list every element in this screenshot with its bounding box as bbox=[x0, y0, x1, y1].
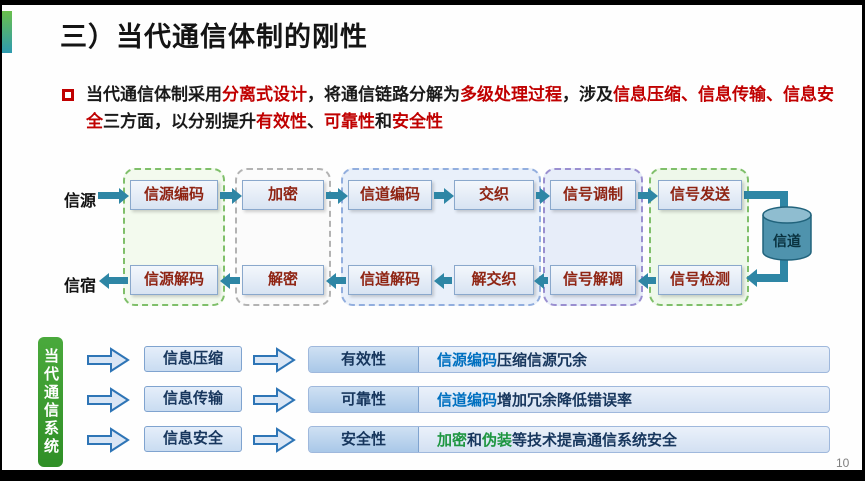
summary-bar: 有效性 信源编码压缩信源冗余 bbox=[308, 346, 830, 373]
summary-desc-term: 伪装 bbox=[482, 432, 513, 449]
frame-strip-top bbox=[0, 0, 865, 5]
page-number: 10 bbox=[836, 456, 850, 470]
arrow-right-icon bbox=[638, 192, 648, 199]
flow-box-detection: 信号检测 bbox=[658, 265, 742, 295]
summary-category-chip: 有效性 bbox=[309, 347, 419, 372]
flow-box-transmission: 信号发送 bbox=[658, 180, 742, 210]
summary-desc-term: 信源编码 bbox=[437, 352, 498, 369]
block-arrow-icon bbox=[87, 387, 130, 413]
arrow-left-icon bbox=[648, 277, 656, 284]
arrow-right-icon bbox=[220, 192, 232, 199]
intro-text-segment: 有效性 bbox=[256, 112, 307, 131]
arrow-right-icon bbox=[98, 192, 119, 199]
channel-cylinder-icon: 信道 bbox=[760, 205, 814, 263]
flow-box-decryption: 解密 bbox=[242, 265, 324, 295]
page-title: 三）当代通信体制的刚性 bbox=[60, 22, 368, 52]
bullet-square-icon bbox=[62, 89, 74, 101]
flow-sink-label: 信宿 bbox=[64, 278, 97, 295]
arrow-left-icon bbox=[336, 277, 346, 284]
summary-desc: 信源编码压缩信源冗余 bbox=[437, 349, 587, 370]
flow-box-demodulation: 信号解调 bbox=[550, 265, 636, 295]
summary-item-box: 信息压缩 bbox=[144, 346, 242, 372]
intro-text-segment: 可靠性 bbox=[324, 112, 375, 131]
summary-category-chip: 可靠性 bbox=[309, 387, 419, 412]
block-arrow-icon bbox=[253, 427, 296, 453]
arrow-left-icon bbox=[230, 277, 240, 284]
block-arrow-icon bbox=[253, 347, 296, 373]
flow-box-interleaving: 交织 bbox=[454, 180, 534, 210]
summary-category-chip: 安全性 bbox=[309, 427, 419, 452]
intro-text-segment: 三方面，以分别提升 bbox=[103, 112, 256, 131]
summary-desc-term: 信道编码 bbox=[437, 392, 498, 409]
summary-row: 信息安全 安全性 加密和伪装等技术提高通信系统安全 bbox=[86, 426, 832, 453]
frame-strip-bottom bbox=[0, 470, 865, 481]
flow-box-channel-coding: 信道编码 bbox=[348, 180, 432, 210]
summary-banner: 当代通信系统 bbox=[38, 337, 63, 467]
block-arrow-icon bbox=[87, 347, 130, 373]
intro-paragraph: 当代通信体制采用分离式设计，将通信链路分解为多级处理过程，涉及信息压缩、信息传输… bbox=[86, 81, 840, 135]
title-accent-bar bbox=[2, 11, 12, 53]
summary-item-box: 信息安全 bbox=[144, 426, 242, 452]
summary-row: 信息传输 可靠性 信道编码增加冗余降低错误率 bbox=[86, 386, 832, 413]
intro-text-segment: ，将通信链路分解为 bbox=[307, 85, 460, 104]
summary-desc-text: 和 bbox=[467, 432, 483, 449]
summary-bar: 安全性 加密和伪装等技术提高通信系统安全 bbox=[308, 426, 830, 453]
slide-canvas: 三）当代通信体制的刚性 当代通信体制采用分离式设计，将通信链路分解为多级处理过程… bbox=[2, 5, 862, 470]
flow-box-encryption: 加密 bbox=[242, 180, 324, 210]
block-arrow-icon bbox=[253, 387, 296, 413]
flow-box-channel-decoding: 信道解码 bbox=[348, 265, 432, 295]
summary-desc: 信道编码增加冗余降低错误率 bbox=[437, 389, 632, 410]
arrow-right-icon bbox=[434, 192, 444, 199]
frame-strip-left bbox=[0, 0, 2, 481]
intro-text-segment: 多级处理过程 bbox=[460, 85, 562, 104]
intro-text-segment: ，涉及 bbox=[562, 85, 613, 104]
flow-box-source-decoding: 信源解码 bbox=[130, 265, 218, 295]
flow-source-label: 信源 bbox=[64, 193, 97, 210]
connector-line bbox=[744, 191, 788, 199]
summary-row: 信息压缩 有效性 信源编码压缩信源冗余 bbox=[86, 346, 832, 373]
flow-box-deinterleaving: 解交织 bbox=[454, 265, 534, 295]
intro-text-segment: 当代通信体制采用 bbox=[86, 85, 222, 104]
connector-line bbox=[757, 274, 788, 282]
summary-desc-text: 压缩信源冗余 bbox=[497, 352, 588, 369]
summary-desc-text: 等技术提高通信系统安全 bbox=[512, 432, 678, 449]
channel-label: 信道 bbox=[773, 233, 801, 249]
summary-desc-term: 加密 bbox=[437, 432, 468, 449]
intro-text-segment: 和 bbox=[375, 112, 392, 131]
block-arrow-icon bbox=[87, 427, 130, 453]
intro-text-segment: 安全性 bbox=[392, 112, 443, 131]
summary-banner-label: 当代通信系统 bbox=[42, 348, 59, 456]
intro-text-segment: 分离式设计 bbox=[222, 85, 307, 104]
arrow-left-icon bbox=[544, 277, 548, 284]
arrow-right-icon bbox=[536, 192, 540, 199]
summary-bar: 可靠性 信道编码增加冗余降低错误率 bbox=[308, 386, 830, 413]
frame-strip-right bbox=[862, 0, 865, 481]
intro-text-segment: 信息压缩、信息传输、信息安全 bbox=[86, 85, 834, 131]
flow-box-source-coding: 信源编码 bbox=[130, 180, 218, 210]
summary-item-box: 信息传输 bbox=[144, 386, 242, 412]
intro-text-segment: 、 bbox=[307, 112, 324, 131]
summary-desc-text: 增加冗余降低错误率 bbox=[497, 392, 633, 409]
flow-box-modulation: 信号调制 bbox=[550, 180, 636, 210]
arrow-left-icon bbox=[444, 277, 452, 284]
arrow-left-icon bbox=[109, 277, 128, 284]
arrow-right-icon bbox=[326, 192, 338, 199]
summary-desc: 加密和伪装等技术提高通信系统安全 bbox=[437, 429, 677, 450]
arrow-left-icon bbox=[746, 269, 757, 287]
